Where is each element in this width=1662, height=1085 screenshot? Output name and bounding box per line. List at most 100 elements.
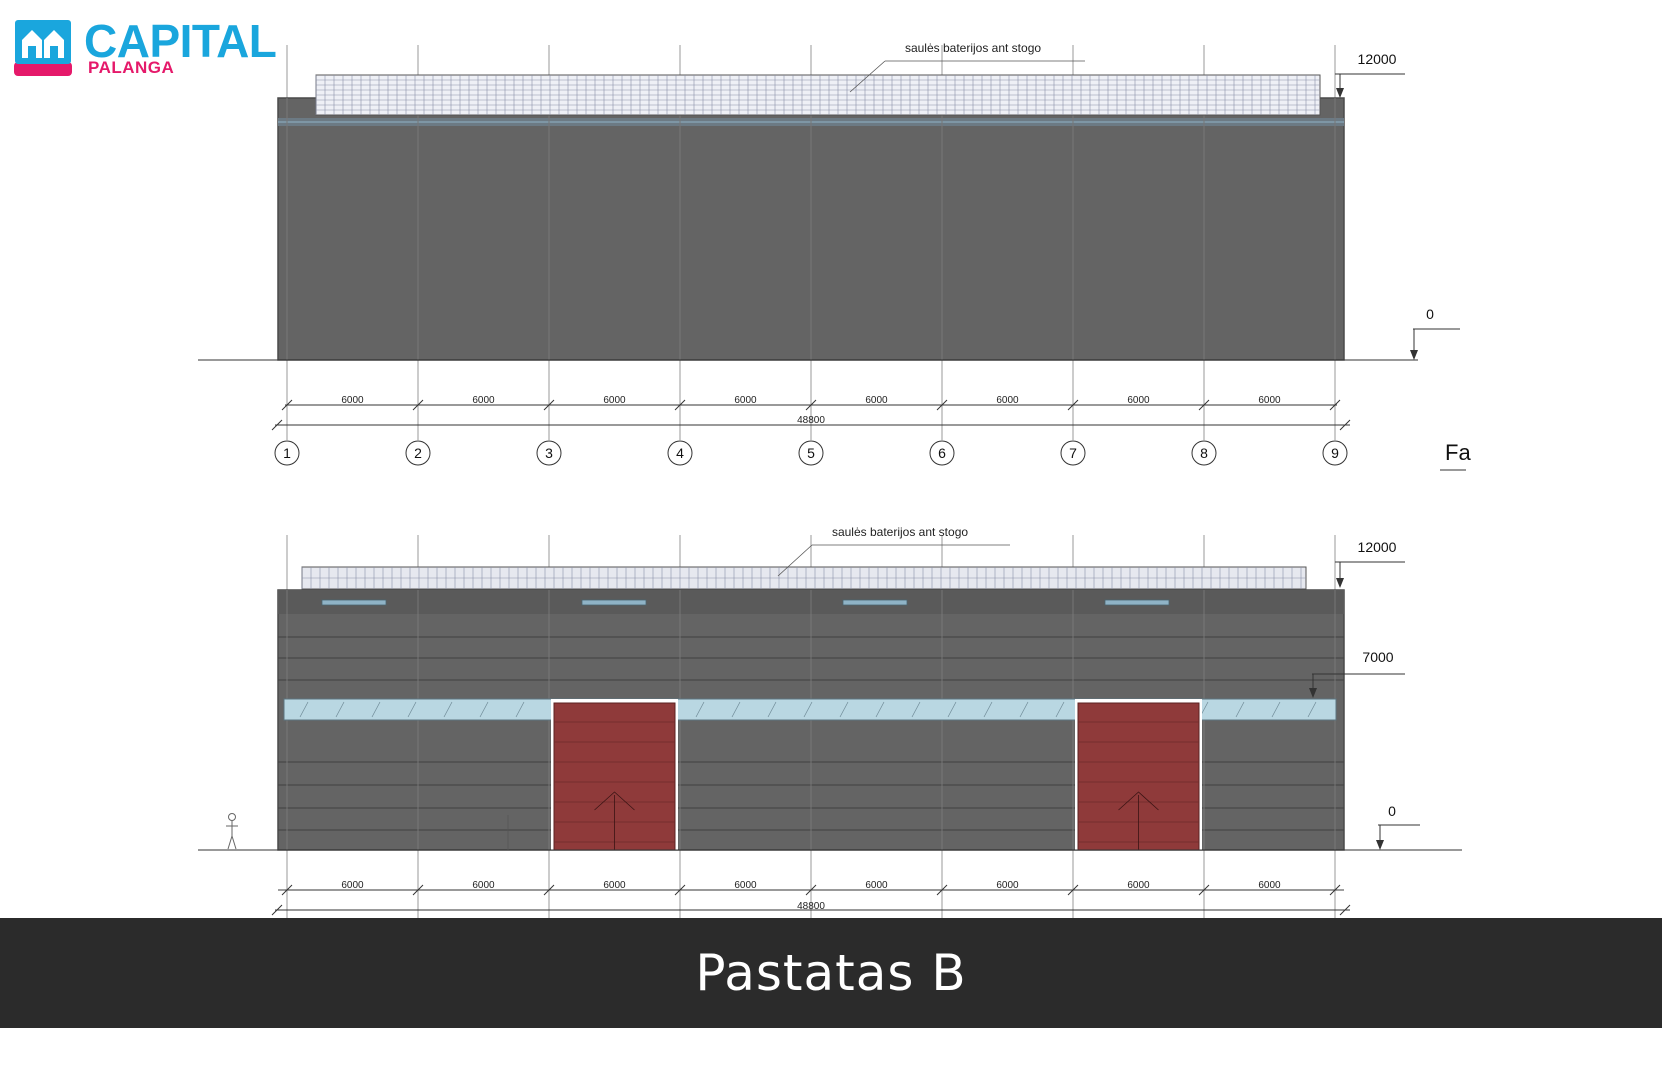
bay-dimension-label: 6000 (865, 880, 888, 891)
level-arrow-head (1336, 88, 1344, 98)
bay-dimension-label: 6000 (341, 395, 364, 406)
capital-palanga-logo: CAPITAL PALANGA (12, 12, 282, 80)
dimension-tick (1067, 884, 1079, 896)
caption-banner: Pastatas B (0, 918, 1662, 1028)
glass-hatch (695, 701, 705, 718)
total-dimension-label: 48800 (797, 415, 825, 426)
axis-bubble (667, 440, 693, 466)
axis-bubble (405, 440, 431, 466)
roof-vent (321, 599, 387, 606)
front-elevation: saulės baterijos ant stogo 12000 7000 0 6000… (198, 525, 1462, 918)
dimension-tick (674, 884, 686, 896)
house-book-icon (14, 20, 72, 76)
glass-hatch (479, 701, 489, 718)
bay-dimension-label: 6000 (341, 880, 364, 891)
dimension-tick (1329, 884, 1341, 896)
glass-hatch (443, 701, 453, 718)
bay-dimension-label: 6000 (734, 880, 757, 891)
glass-hatch (875, 701, 885, 718)
axis-bubble (929, 440, 955, 466)
level-12000-label: 12000 (1358, 539, 1397, 555)
solar-leader-tick (849, 60, 886, 93)
level-7000-label: 7000 (1362, 649, 1393, 665)
total-dimension-label: 48800 (797, 901, 825, 912)
axis-bubble (798, 440, 824, 466)
dimension-tick (1339, 419, 1351, 431)
glass-hatch (767, 701, 777, 718)
glass-hatch (731, 701, 741, 718)
person-scale-body (226, 821, 238, 850)
bay-dimension-label: 6000 (603, 395, 626, 406)
solar-label: saulės baterijos ant stogo (832, 525, 968, 539)
glass-hatch (803, 701, 813, 718)
solar-leader-tick (777, 544, 813, 577)
dimension-tick (1198, 884, 1210, 896)
bay-dimension-label: 6000 (472, 395, 495, 406)
glass-hatch (947, 701, 957, 718)
window-strip (283, 698, 1337, 721)
axis-label: 9 (1331, 445, 1339, 461)
axis-label: 2 (414, 445, 422, 461)
bay-dimension-label: 6000 (603, 880, 626, 891)
section-cut-label: Fa (1445, 440, 1471, 465)
caption-text: Pastatas B (695, 944, 967, 1002)
glass-hatch (839, 701, 849, 718)
bay-dimension-label: 6000 (1258, 880, 1281, 891)
glass-hatch (371, 701, 381, 718)
glass-hatch (911, 701, 921, 718)
dimension-tick (543, 399, 555, 411)
glass-hatch (299, 701, 309, 718)
roof-vent (581, 599, 647, 606)
dimension-tick (271, 904, 283, 916)
roof-vent (1104, 599, 1170, 606)
dimension-tick (936, 884, 948, 896)
axis-bubble (1322, 440, 1348, 466)
dimension-tick (1198, 399, 1210, 411)
axis-label: 3 (545, 445, 553, 461)
level-arrow-head (1410, 350, 1418, 360)
axis-bubble (536, 440, 562, 466)
axis-label: 7 (1069, 445, 1077, 461)
dimension-tick (805, 884, 817, 896)
axis-bubble (274, 440, 300, 466)
level-arrow-head (1309, 688, 1317, 698)
glass-hatch (1235, 701, 1245, 718)
solar-label: saulės baterijos ant stogo (905, 41, 1041, 55)
axis-bubble (1191, 440, 1217, 466)
axis-label: 1 (283, 445, 291, 461)
level-0-label: 0 (1388, 803, 1396, 819)
glass-hatch (983, 701, 993, 718)
dimension-tick (1329, 399, 1341, 411)
dimension-tick (805, 399, 817, 411)
axis-label: 6 (938, 445, 946, 461)
glass-hatch (1271, 701, 1281, 718)
bay-dimension-label: 6000 (1258, 395, 1281, 406)
bay-dimension-label: 6000 (472, 880, 495, 891)
level-arrow-head (1376, 840, 1384, 850)
dimension-tick (936, 399, 948, 411)
dimension-tick (1067, 399, 1079, 411)
glass-hatch (407, 701, 417, 718)
glass-hatch (1307, 701, 1317, 718)
dimension-tick (674, 399, 686, 411)
overhead-door (1077, 702, 1200, 851)
axis-bubble (1060, 440, 1086, 466)
glass-hatch (1019, 701, 1029, 718)
dimension-tick (412, 399, 424, 411)
axis-label: 5 (807, 445, 815, 461)
dimension-tick (412, 884, 424, 896)
dimension-tick (271, 419, 283, 431)
logo-wordmark: CAPITAL (84, 15, 277, 67)
dimension-tick (281, 399, 293, 411)
logo-subtitle: PALANGA (88, 58, 175, 77)
bay-dimension-label: 6000 (734, 395, 757, 406)
bay-dimension-label: 6000 (996, 395, 1019, 406)
axis-label: 4 (676, 445, 684, 461)
level-0-label: 0 (1426, 306, 1434, 322)
axis-label: 8 (1200, 445, 1208, 461)
glass-hatch (1055, 701, 1065, 718)
roof-vent (842, 599, 908, 606)
